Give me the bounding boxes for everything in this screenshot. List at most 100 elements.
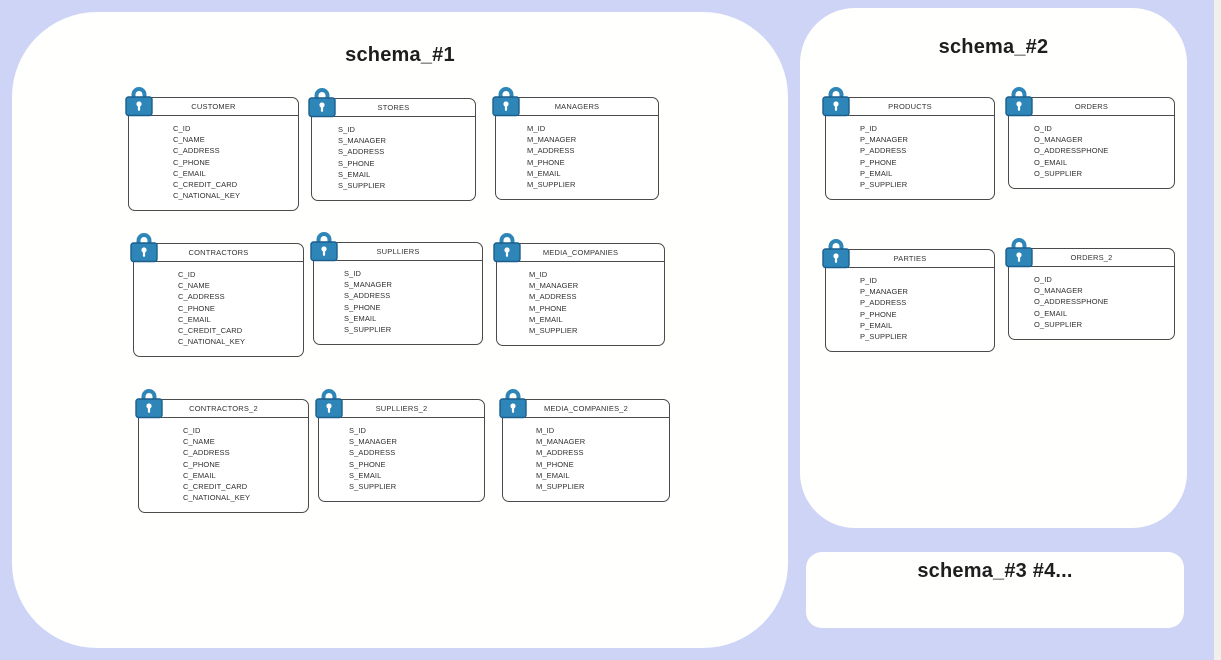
- table-field: C_EMAIL: [178, 314, 211, 324]
- schema-2-title: schema_#2: [938, 36, 1049, 58]
- lock-icon[interactable]: [492, 230, 522, 263]
- lock-icon[interactable]: [498, 386, 528, 419]
- table-field: C_ADDRESS: [173, 146, 220, 156]
- table-field: O_ADDRESSPHONE: [1034, 146, 1109, 156]
- table-field: P_PHONE: [860, 157, 897, 167]
- table-field: O_ID: [1034, 124, 1052, 133]
- table-field: P_EMAIL: [860, 320, 893, 330]
- table-field: S_MANAGER: [338, 136, 386, 146]
- table-field: C_NAME: [183, 437, 215, 447]
- table-field: M_MANAGER: [529, 281, 579, 291]
- table-title: SUPLLIERS: [314, 243, 482, 261]
- table-field: M_SUPPLIER: [529, 326, 578, 336]
- table-field: C_PHONE: [183, 459, 220, 469]
- table-field: S_SUPPLIER: [344, 325, 392, 335]
- table-field: M_SUPPLIER: [527, 180, 576, 190]
- table-field: S_ID: [344, 269, 362, 278]
- table-field: S_EMAIL: [349, 470, 382, 480]
- table-field: S_ID: [349, 426, 367, 435]
- table-field: O_MANAGER: [1034, 135, 1083, 145]
- table-title: MEDIA_COMPANIES_2: [503, 400, 669, 418]
- table-field: M_EMAIL: [527, 168, 561, 178]
- table-field: S_EMAIL: [338, 169, 371, 179]
- lock-icon[interactable]: [307, 85, 337, 118]
- table-title: PRODUCTS: [826, 98, 994, 116]
- table-title: STORES: [312, 99, 475, 117]
- table-field: C_CREDIT_CARD: [173, 180, 238, 190]
- table-field: P_PHONE: [860, 309, 897, 319]
- schema-3-container: [806, 552, 1184, 628]
- table-field: M_EMAIL: [536, 470, 570, 480]
- schema-3-title: schema_#3 #4...: [917, 560, 1073, 582]
- table-title: CONTRACTORS_2: [139, 400, 308, 418]
- table-title: MEDIA_COMPANIES: [497, 244, 664, 262]
- table-field: O_EMAIL: [1034, 308, 1068, 318]
- table-field: M_ADDRESS: [536, 448, 584, 458]
- table-field: O_SUPPLIER: [1034, 319, 1083, 329]
- right-edge-strip: [1214, 0, 1221, 660]
- table-field: S_ADDRESS: [338, 147, 385, 157]
- table-field: C_NATIONAL_KEY: [178, 337, 246, 347]
- lock-icon[interactable]: [124, 84, 154, 117]
- table-field: C_ADDRESS: [178, 292, 225, 302]
- table-field: C_ID: [183, 426, 201, 435]
- lock-icon[interactable]: [1004, 84, 1034, 117]
- table-field: P_SUPPLIER: [860, 332, 908, 342]
- table-field: S_MANAGER: [344, 280, 392, 290]
- table-field: C_NAME: [173, 135, 205, 145]
- table-field: M_SUPPLIER: [536, 482, 585, 492]
- table-field: S_ID: [338, 125, 356, 134]
- table-title: PARTIES: [826, 250, 994, 268]
- table-field: O_EMAIL: [1034, 157, 1068, 167]
- table-title: CONTRACTORS: [134, 244, 303, 262]
- table-field: C_ID: [173, 124, 191, 133]
- table-field: P_MANAGER: [860, 135, 908, 145]
- lock-icon[interactable]: [134, 386, 164, 419]
- table-field: C_CREDIT_CARD: [178, 326, 243, 336]
- table-field: M_PHONE: [527, 157, 565, 167]
- table-field: P_EMAIL: [860, 168, 893, 178]
- table-field: C_ADDRESS: [183, 448, 230, 458]
- table-field: S_SUPPLIER: [338, 181, 386, 191]
- lock-icon[interactable]: [491, 84, 521, 117]
- table-title: ORDERS_2: [1009, 249, 1174, 267]
- table-field: C_PHONE: [173, 157, 210, 167]
- lock-icon[interactable]: [129, 230, 159, 263]
- table-field: S_PHONE: [344, 302, 381, 312]
- table-field: S_ADDRESS: [344, 291, 391, 301]
- lock-icon[interactable]: [314, 386, 344, 419]
- table-field: O_ID: [1034, 275, 1052, 284]
- table-field: C_EMAIL: [173, 168, 206, 178]
- lock-icon[interactable]: [1004, 235, 1034, 268]
- table-field: O_ADDRESSPHONE: [1034, 297, 1109, 307]
- lock-icon[interactable]: [821, 84, 851, 117]
- table-title: CUSTOMER: [129, 98, 298, 116]
- table-title: SUPLLIERS_2: [319, 400, 484, 418]
- table-field: C_NATIONAL_KEY: [183, 493, 251, 503]
- table-field: O_MANAGER: [1034, 286, 1083, 296]
- table-field: M_PHONE: [529, 303, 567, 313]
- table-field: S_PHONE: [349, 459, 386, 469]
- lock-icon[interactable]: [821, 236, 851, 269]
- table-field: O_SUPPLIER: [1034, 168, 1083, 178]
- lock-icon[interactable]: [309, 229, 339, 262]
- table-field: S_MANAGER: [349, 437, 397, 447]
